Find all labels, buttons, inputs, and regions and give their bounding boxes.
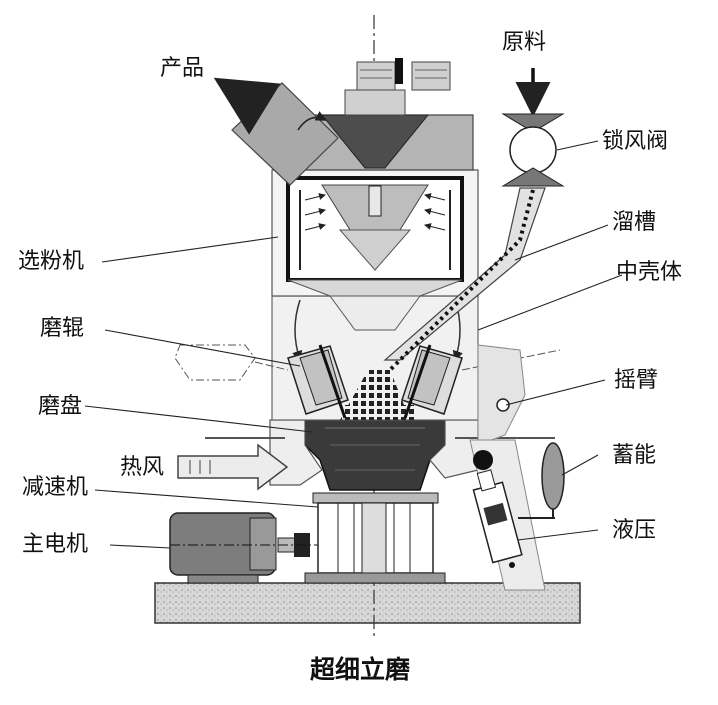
label-middle-shell: 中壳体: [616, 260, 683, 285]
material-bed: [345, 405, 415, 420]
accumulator: [518, 442, 565, 519]
grinding-roller-left: [174, 344, 349, 419]
label-grinding-disc: 磨盘: [38, 394, 83, 419]
rocker-arm: [477, 344, 526, 446]
label-reducer: 减速机: [22, 475, 89, 500]
top-housing: [277, 58, 474, 171]
label-hydraulic: 液压: [612, 518, 657, 543]
label-classifier: 选粉机: [18, 249, 85, 274]
label-main-motor: 主电机: [22, 532, 89, 557]
label-rocker-arm: 摇臂: [614, 368, 659, 393]
main-motor: [169, 512, 320, 584]
product-outlet: [213, 77, 339, 186]
reducer-gearbox: [304, 492, 446, 584]
diagram-caption: 超细立磨: [310, 655, 411, 684]
label-airlock-valve: 锁风阀: [602, 129, 669, 154]
grinding-disc: [304, 419, 446, 491]
hot-air-arrow: [177, 443, 289, 491]
classifier: [271, 169, 479, 331]
label-accumulator: 蓄能: [612, 443, 657, 468]
hydraulic-cylinder: [469, 439, 546, 591]
grinding-roller-right: [401, 344, 561, 419]
leader-lines: [84, 140, 623, 549]
label-raw-material: 原料: [502, 30, 547, 55]
raw-material-feed: [383, 68, 565, 372]
label-product: 产品: [160, 56, 205, 81]
label-hot-air: 热风: [120, 455, 165, 480]
label-chute: 溜槽: [612, 210, 657, 235]
label-grinding-roller: 磨辊: [40, 316, 85, 341]
